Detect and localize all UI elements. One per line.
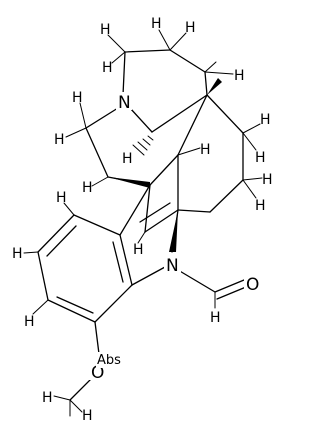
bond bbox=[47, 299, 96, 323]
bond bbox=[119, 184, 151, 236]
bond bbox=[79, 102, 87, 129]
nitrogen-atom-label: N bbox=[118, 93, 131, 113]
hydrogen-atom-label: H bbox=[234, 68, 245, 84]
bond bbox=[23, 251, 39, 254]
bond bbox=[65, 127, 87, 138]
bond bbox=[73, 214, 121, 236]
bond bbox=[69, 399, 83, 413]
bond bbox=[37, 214, 75, 253]
bond bbox=[139, 202, 171, 223]
bond-layer bbox=[37, 49, 247, 401]
bond bbox=[144, 184, 151, 233]
bond bbox=[177, 269, 216, 293]
hash-bond bbox=[132, 144, 145, 156]
bond bbox=[112, 241, 124, 283]
oxygen-atom-label: O bbox=[246, 275, 259, 295]
hydrogen-atom-label: H bbox=[210, 310, 221, 326]
hydrogen-atom-label: H bbox=[82, 180, 93, 196]
bond bbox=[131, 266, 166, 286]
hydrogen-atom-label: H bbox=[24, 314, 35, 330]
bond bbox=[149, 154, 179, 186]
wedge-bond bbox=[169, 210, 178, 252]
hydrogen-atom-label: H bbox=[260, 112, 271, 128]
bond bbox=[169, 32, 187, 51]
bond bbox=[94, 284, 133, 323]
bond bbox=[124, 49, 171, 53]
hydrogen-atom-label: H bbox=[72, 90, 83, 106]
wedge-bond bbox=[207, 78, 222, 95]
hydrogen-label-layer: H H H H H H H H H H H H H H H H H H H H … bbox=[12, 16, 273, 424]
bond bbox=[214, 279, 245, 293]
bond bbox=[37, 251, 49, 301]
bond bbox=[242, 123, 261, 134]
hydrogen-atom-label: H bbox=[54, 132, 65, 148]
bond bbox=[204, 61, 217, 73]
bond bbox=[56, 296, 94, 314]
bond bbox=[53, 395, 71, 401]
hydrogen-atom-label: H bbox=[255, 150, 266, 166]
bond bbox=[137, 231, 146, 244]
bond bbox=[122, 51, 126, 96]
hydrogen-atom-label: H bbox=[151, 16, 162, 32]
bond bbox=[32, 299, 49, 315]
bond bbox=[206, 94, 244, 134]
bond bbox=[242, 179, 257, 199]
hydrogen-atom-label: H bbox=[255, 198, 266, 214]
bond bbox=[209, 179, 244, 213]
bond bbox=[85, 127, 109, 178]
bond bbox=[242, 132, 257, 151]
bond bbox=[63, 202, 75, 216]
hydrogen-atom-label: H bbox=[262, 172, 273, 188]
bond bbox=[169, 49, 206, 73]
hydrogen-atom-label: H bbox=[42, 390, 53, 406]
bond bbox=[158, 29, 171, 51]
bond bbox=[216, 286, 247, 300]
bond bbox=[177, 209, 211, 213]
bond bbox=[204, 71, 234, 75]
hydrogen-atom-label: H bbox=[12, 246, 23, 262]
nitrogen-atom-label: N bbox=[166, 256, 179, 276]
hash-bond bbox=[147, 135, 154, 141]
hash-bond bbox=[137, 141, 148, 151]
bond bbox=[107, 34, 126, 53]
hydrogen-atom-label: H bbox=[133, 242, 144, 258]
bond bbox=[69, 377, 93, 401]
bond bbox=[204, 71, 208, 96]
bond bbox=[144, 209, 179, 233]
hydrogen-atom-label: H bbox=[82, 408, 93, 424]
bond bbox=[46, 225, 77, 257]
bond bbox=[119, 234, 133, 286]
bond bbox=[85, 107, 119, 129]
hydrogen-atom-label: H bbox=[102, 60, 113, 76]
abs-stereo-label: Abs bbox=[97, 353, 121, 368]
hydrogen-atom-label: H bbox=[56, 190, 67, 206]
bond bbox=[129, 107, 153, 133]
bond bbox=[91, 176, 109, 187]
bond bbox=[177, 147, 201, 156]
hydrogen-atom-label: H bbox=[122, 151, 133, 167]
hydrogen-bond-layer bbox=[23, 29, 263, 417]
bond bbox=[242, 177, 263, 181]
wedge-bond bbox=[108, 177, 150, 188]
hash-bond bbox=[142, 138, 151, 146]
wedge-layer bbox=[108, 78, 222, 252]
bond bbox=[111, 51, 126, 64]
atom-label-layer: N N O O Abs bbox=[89, 92, 261, 383]
hydrogen-atom-label: H bbox=[200, 142, 211, 158]
hydrogen-atom-label: H bbox=[185, 20, 196, 36]
structure-diagram: N N O O Abs H H H H H H H H H H H H H H … bbox=[12, 16, 273, 424]
bond bbox=[151, 94, 208, 133]
hydrogen-atom-label: H bbox=[100, 22, 111, 38]
bond bbox=[177, 94, 208, 156]
